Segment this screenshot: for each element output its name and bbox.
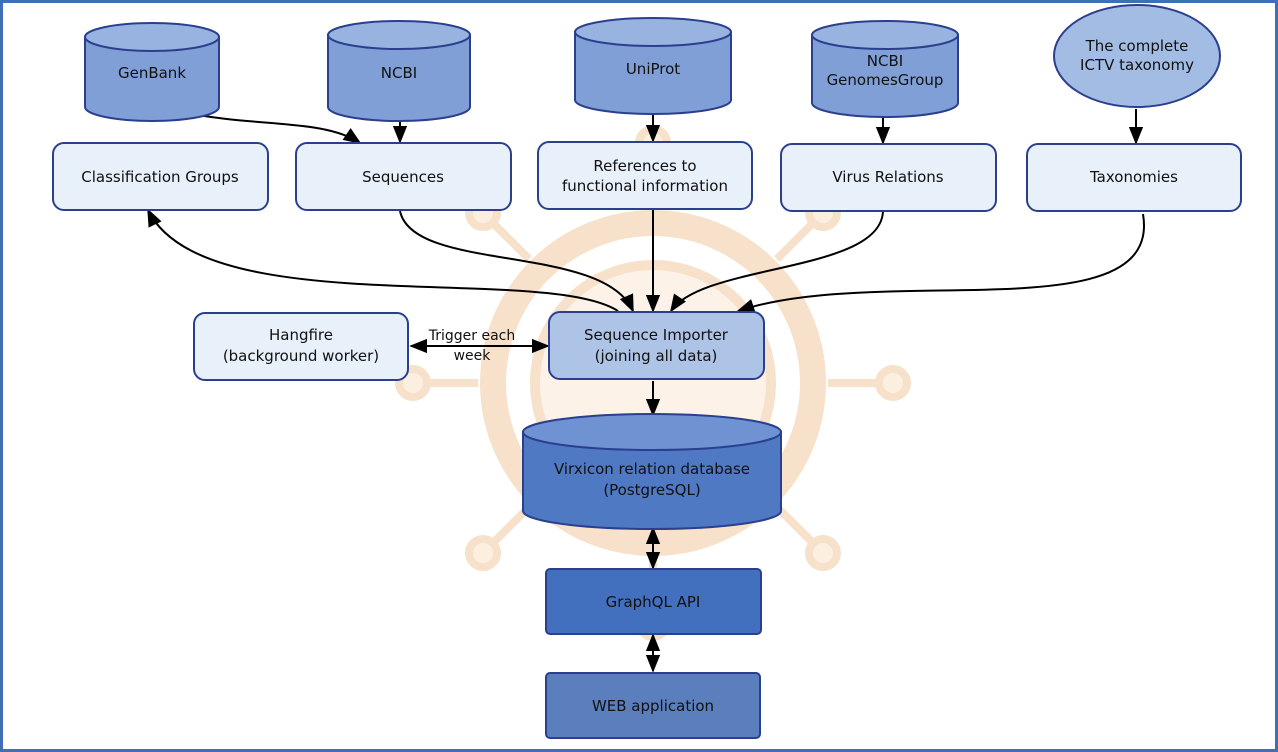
arrow-sequences-to-importer [399, 210, 634, 313]
database-label-line2: (PostgreSQL) [603, 481, 700, 499]
arrow-importer-to-classification [147, 208, 619, 312]
virxicon-database: Virxicon relation database (PostgreSQL) [522, 413, 782, 530]
group-sequences: Sequences [295, 142, 512, 211]
sequence-importer: Sequence Importer (joining all data) [548, 311, 765, 380]
sequences-label: Sequences [362, 168, 444, 186]
genbank-label: GenBank [118, 64, 186, 82]
group-references: References to functional information [537, 141, 753, 210]
importer-label-line1: Sequence Importer [584, 326, 729, 344]
source-ncbi-genomes: NCBI GenomesGroup [811, 20, 959, 118]
arrow-relations-to-importer [669, 209, 884, 313]
graphql-api: GraphQL API [545, 568, 762, 635]
hangfire-worker: Hangfire (background worker) [193, 312, 409, 381]
ictv-label-line2: ICTV taxonomy [1080, 56, 1194, 74]
web-label: WEB application [592, 697, 714, 715]
references-label-line1: References to [593, 157, 696, 175]
references-label-line2: functional information [562, 177, 728, 195]
group-virus-relations: Virus Relations [780, 143, 997, 212]
trigger-label-line2: week [454, 348, 492, 364]
hangfire-label-line2: (background worker) [223, 347, 379, 365]
group-classification: Classification Groups [52, 142, 269, 211]
web-application: WEB application [545, 672, 761, 739]
database-label-line1: Virxicon relation database [554, 460, 750, 478]
uniprot-label: UniProt [626, 60, 680, 78]
api-label: GraphQL API [606, 593, 701, 611]
source-ictv: The complete ICTV taxonomy [1053, 4, 1221, 108]
ictv-label-line1: The complete [1085, 37, 1189, 55]
ncbi-label: NCBI [381, 64, 417, 82]
taxonomies-label: Taxonomies [1089, 168, 1178, 186]
source-genbank: GenBank [84, 22, 220, 122]
virus-relations-label: Virus Relations [832, 168, 943, 186]
genomes-label-line2: GenomesGroup [827, 71, 944, 89]
genomes-label-line1: NCBI [867, 52, 903, 70]
group-taxonomies: Taxonomies [1026, 143, 1242, 212]
source-ncbi: NCBI [327, 20, 471, 122]
arrow-taxonomies-to-importer [736, 213, 1145, 313]
classification-label: Classification Groups [81, 168, 239, 186]
importer-label-line2: (joining all data) [595, 347, 718, 365]
hangfire-label-line1: Hangfire [269, 326, 333, 344]
trigger-label-line1: Trigger each [428, 328, 516, 344]
source-uniprot: UniProt [574, 17, 732, 115]
diagram-svg: GenBank NCBI UniProt NCBI GenomesGroup T… [52, 4, 1242, 739]
